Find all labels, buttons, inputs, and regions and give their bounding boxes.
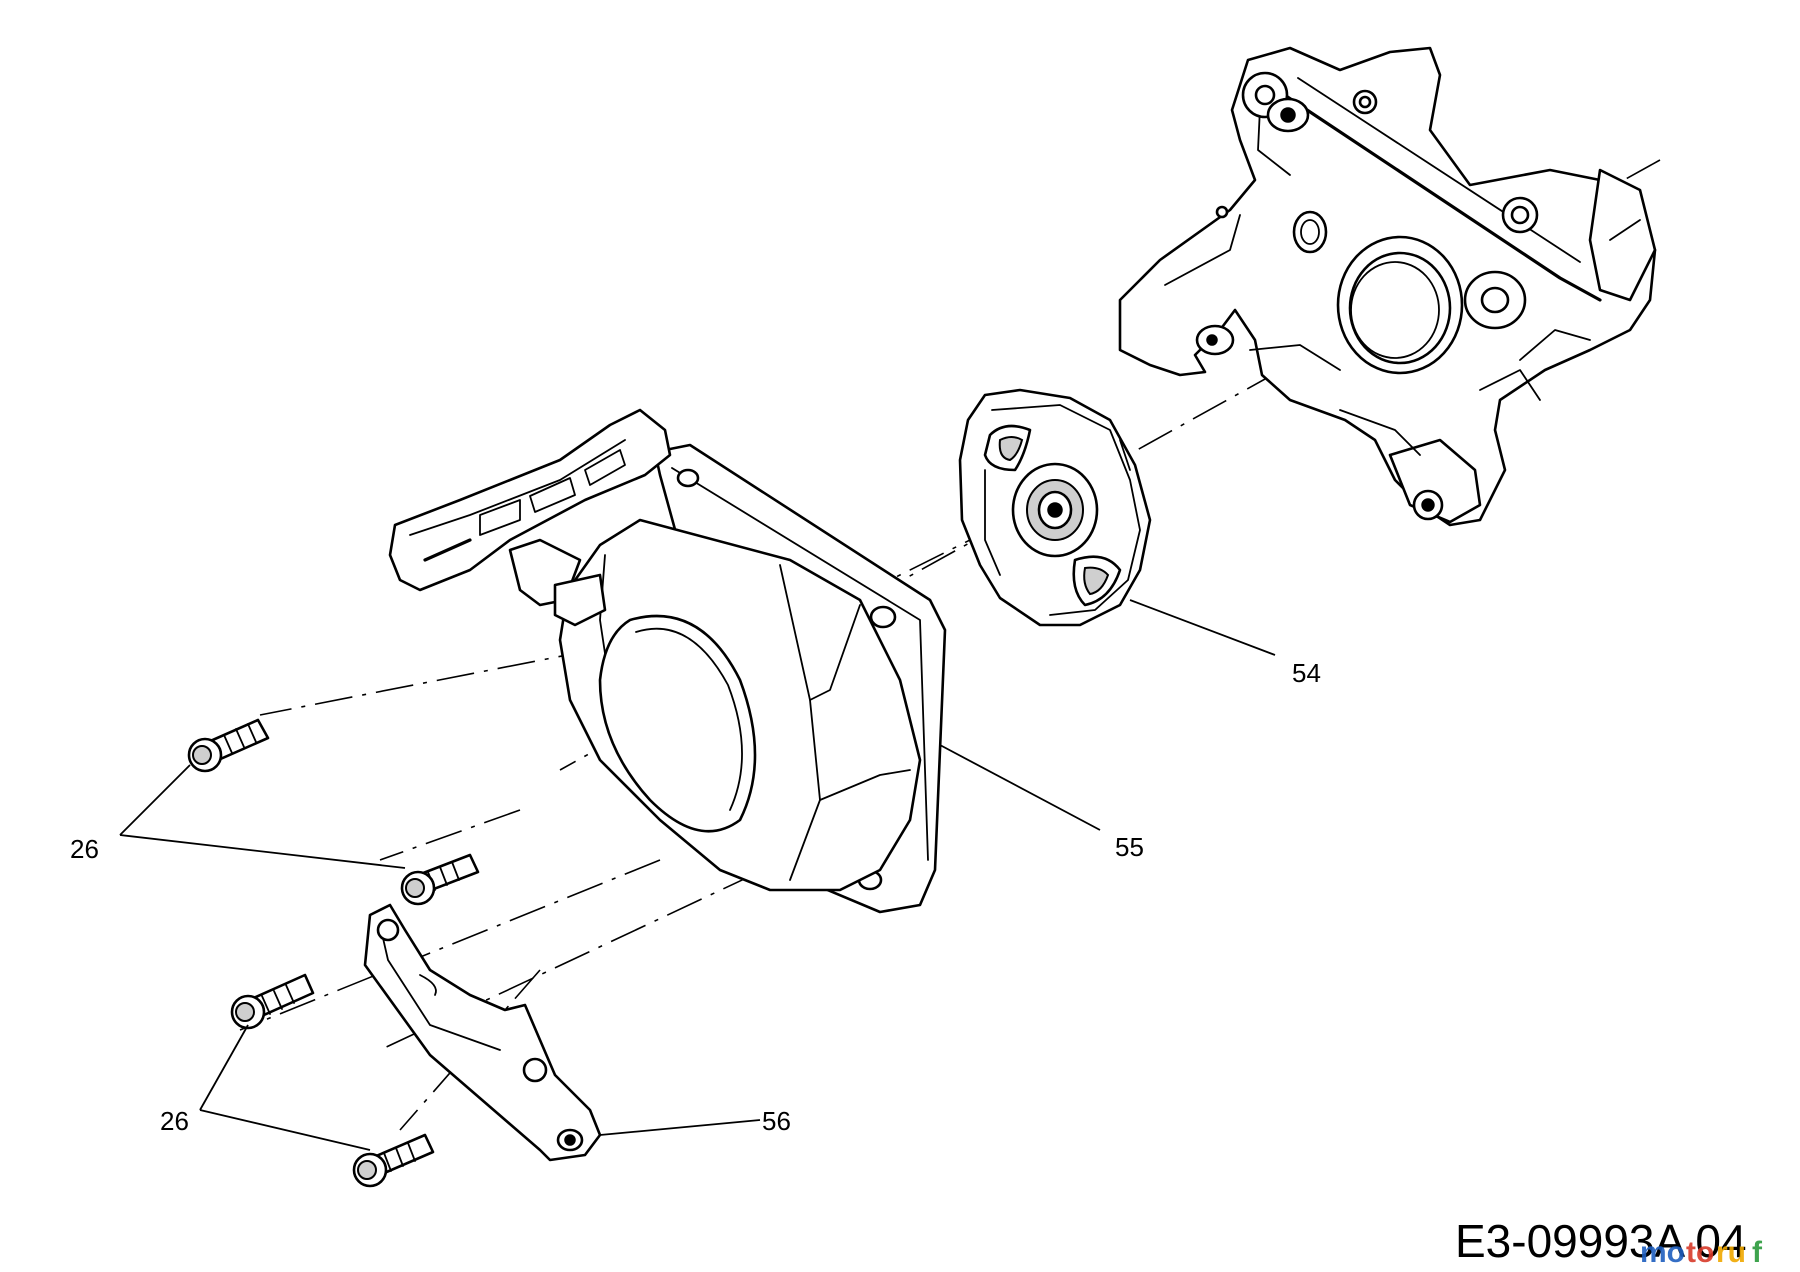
starter-housing	[388, 408, 947, 914]
motoruf-watermark: mo to ru f	[1640, 1236, 1763, 1269]
svg-text:f: f	[1752, 1236, 1763, 1269]
svg-text:ru: ru	[1716, 1236, 1746, 1269]
drawing-code: E3-09993A 04	[1455, 1215, 1747, 1267]
screw-4	[352, 1133, 435, 1188]
svg-text:mo: mo	[1640, 1236, 1685, 1269]
bracket	[363, 903, 602, 1162]
callout-55: 55	[1115, 832, 1144, 862]
callout-54: 54	[1292, 658, 1321, 688]
screw-3	[230, 973, 315, 1030]
callout-26-lower: 26	[160, 1106, 189, 1136]
screw-2	[400, 853, 480, 906]
leader-lines	[119, 599, 1276, 1151]
screw-1	[187, 718, 270, 773]
crankcase	[1118, 46, 1657, 527]
callout-56: 56	[762, 1106, 791, 1136]
starter-pulley	[958, 388, 1152, 627]
callout-26-upper: 26	[70, 834, 99, 864]
svg-text:to: to	[1686, 1236, 1714, 1269]
